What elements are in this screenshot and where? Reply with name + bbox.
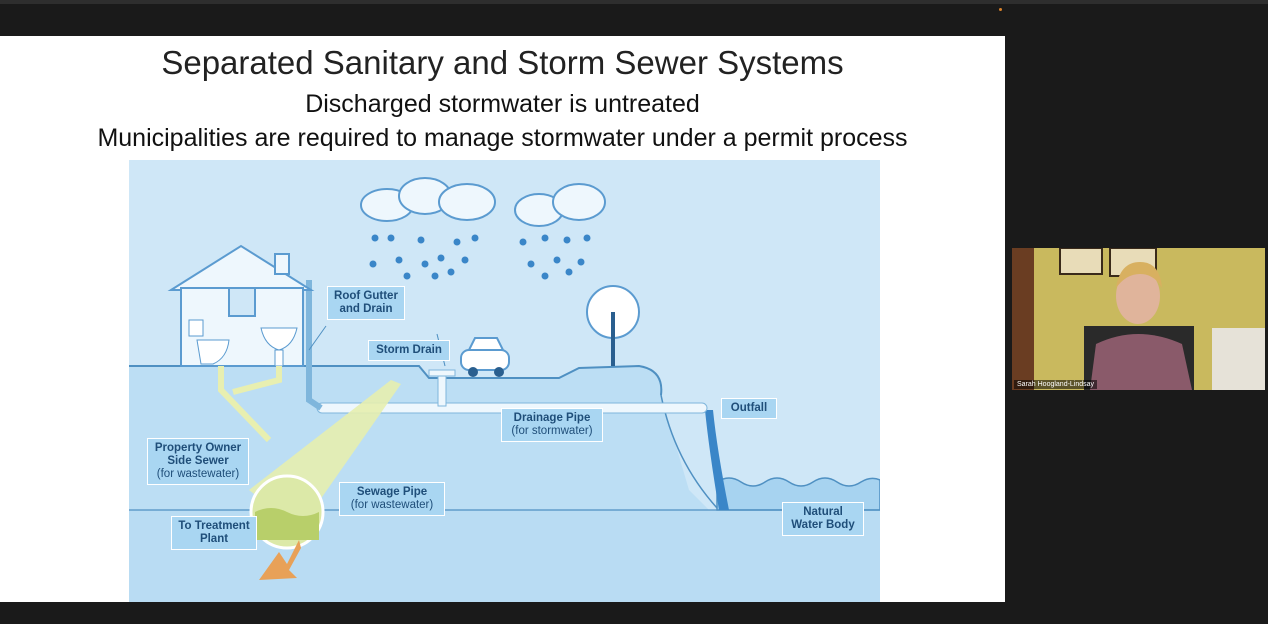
slide-subtitle-2: Municipalities are required to manage st… — [97, 124, 908, 152]
participant-video[interactable]: Sarah Hoogland-Lindsay — [1012, 248, 1265, 390]
label-property-owner: Property Owner Side Sewer (for wastewate… — [147, 438, 249, 485]
label-treatment-line2: Plant — [199, 533, 229, 545]
slide-subtitle-1: Discharged stormwater is untreated — [305, 90, 700, 118]
presentation-slide: Separated Sanitary and Storm Sewer Syste… — [0, 36, 1005, 602]
label-sewage-pipe-sub: (for wastewater) — [350, 499, 434, 511]
label-storm-drain: Storm Drain — [368, 340, 450, 361]
label-treatment-line1: To Treatment — [178, 520, 250, 532]
label-drainage-pipe-title: Drainage Pipe — [513, 412, 591, 424]
label-roof-gutter: Roof Gutter and Drain — [327, 286, 405, 320]
label-natural-line1: Natural — [803, 506, 843, 518]
label-roof-gutter-line1: Roof Gutter — [334, 290, 398, 302]
label-treatment-plant: To Treatment Plant — [171, 516, 257, 550]
participant-name: Sarah Hoogland-Lindsay — [1014, 380, 1098, 389]
recording-indicator — [999, 8, 1002, 11]
label-drainage-pipe-sub: (for stormwater) — [511, 425, 593, 437]
label-property-owner-line1: Property Owner — [154, 442, 242, 454]
label-natural-water-body: Natural Water Body — [782, 502, 864, 536]
label-sewage-pipe: Sewage Pipe (for wastewater) — [339, 482, 445, 516]
label-drainage-pipe: Drainage Pipe (for stormwater) — [501, 408, 603, 442]
participant-video-frame — [1012, 248, 1265, 390]
label-natural-line2: Water Body — [791, 519, 855, 531]
label-property-owner-sub: (for wastewater) — [156, 468, 240, 480]
slide-title: Separated Sanitary and Storm Sewer Syste… — [161, 44, 844, 81]
label-outfall: Outfall — [721, 398, 777, 419]
label-sewage-pipe-title: Sewage Pipe — [356, 486, 428, 498]
label-roof-gutter-line2: and Drain — [339, 303, 393, 315]
top-bar — [0, 0, 1268, 4]
label-property-owner-line2: Side Sewer — [167, 455, 229, 467]
sewer-diagram: Roof Gutter and Drain Storm Drain Outfal… — [129, 160, 881, 602]
